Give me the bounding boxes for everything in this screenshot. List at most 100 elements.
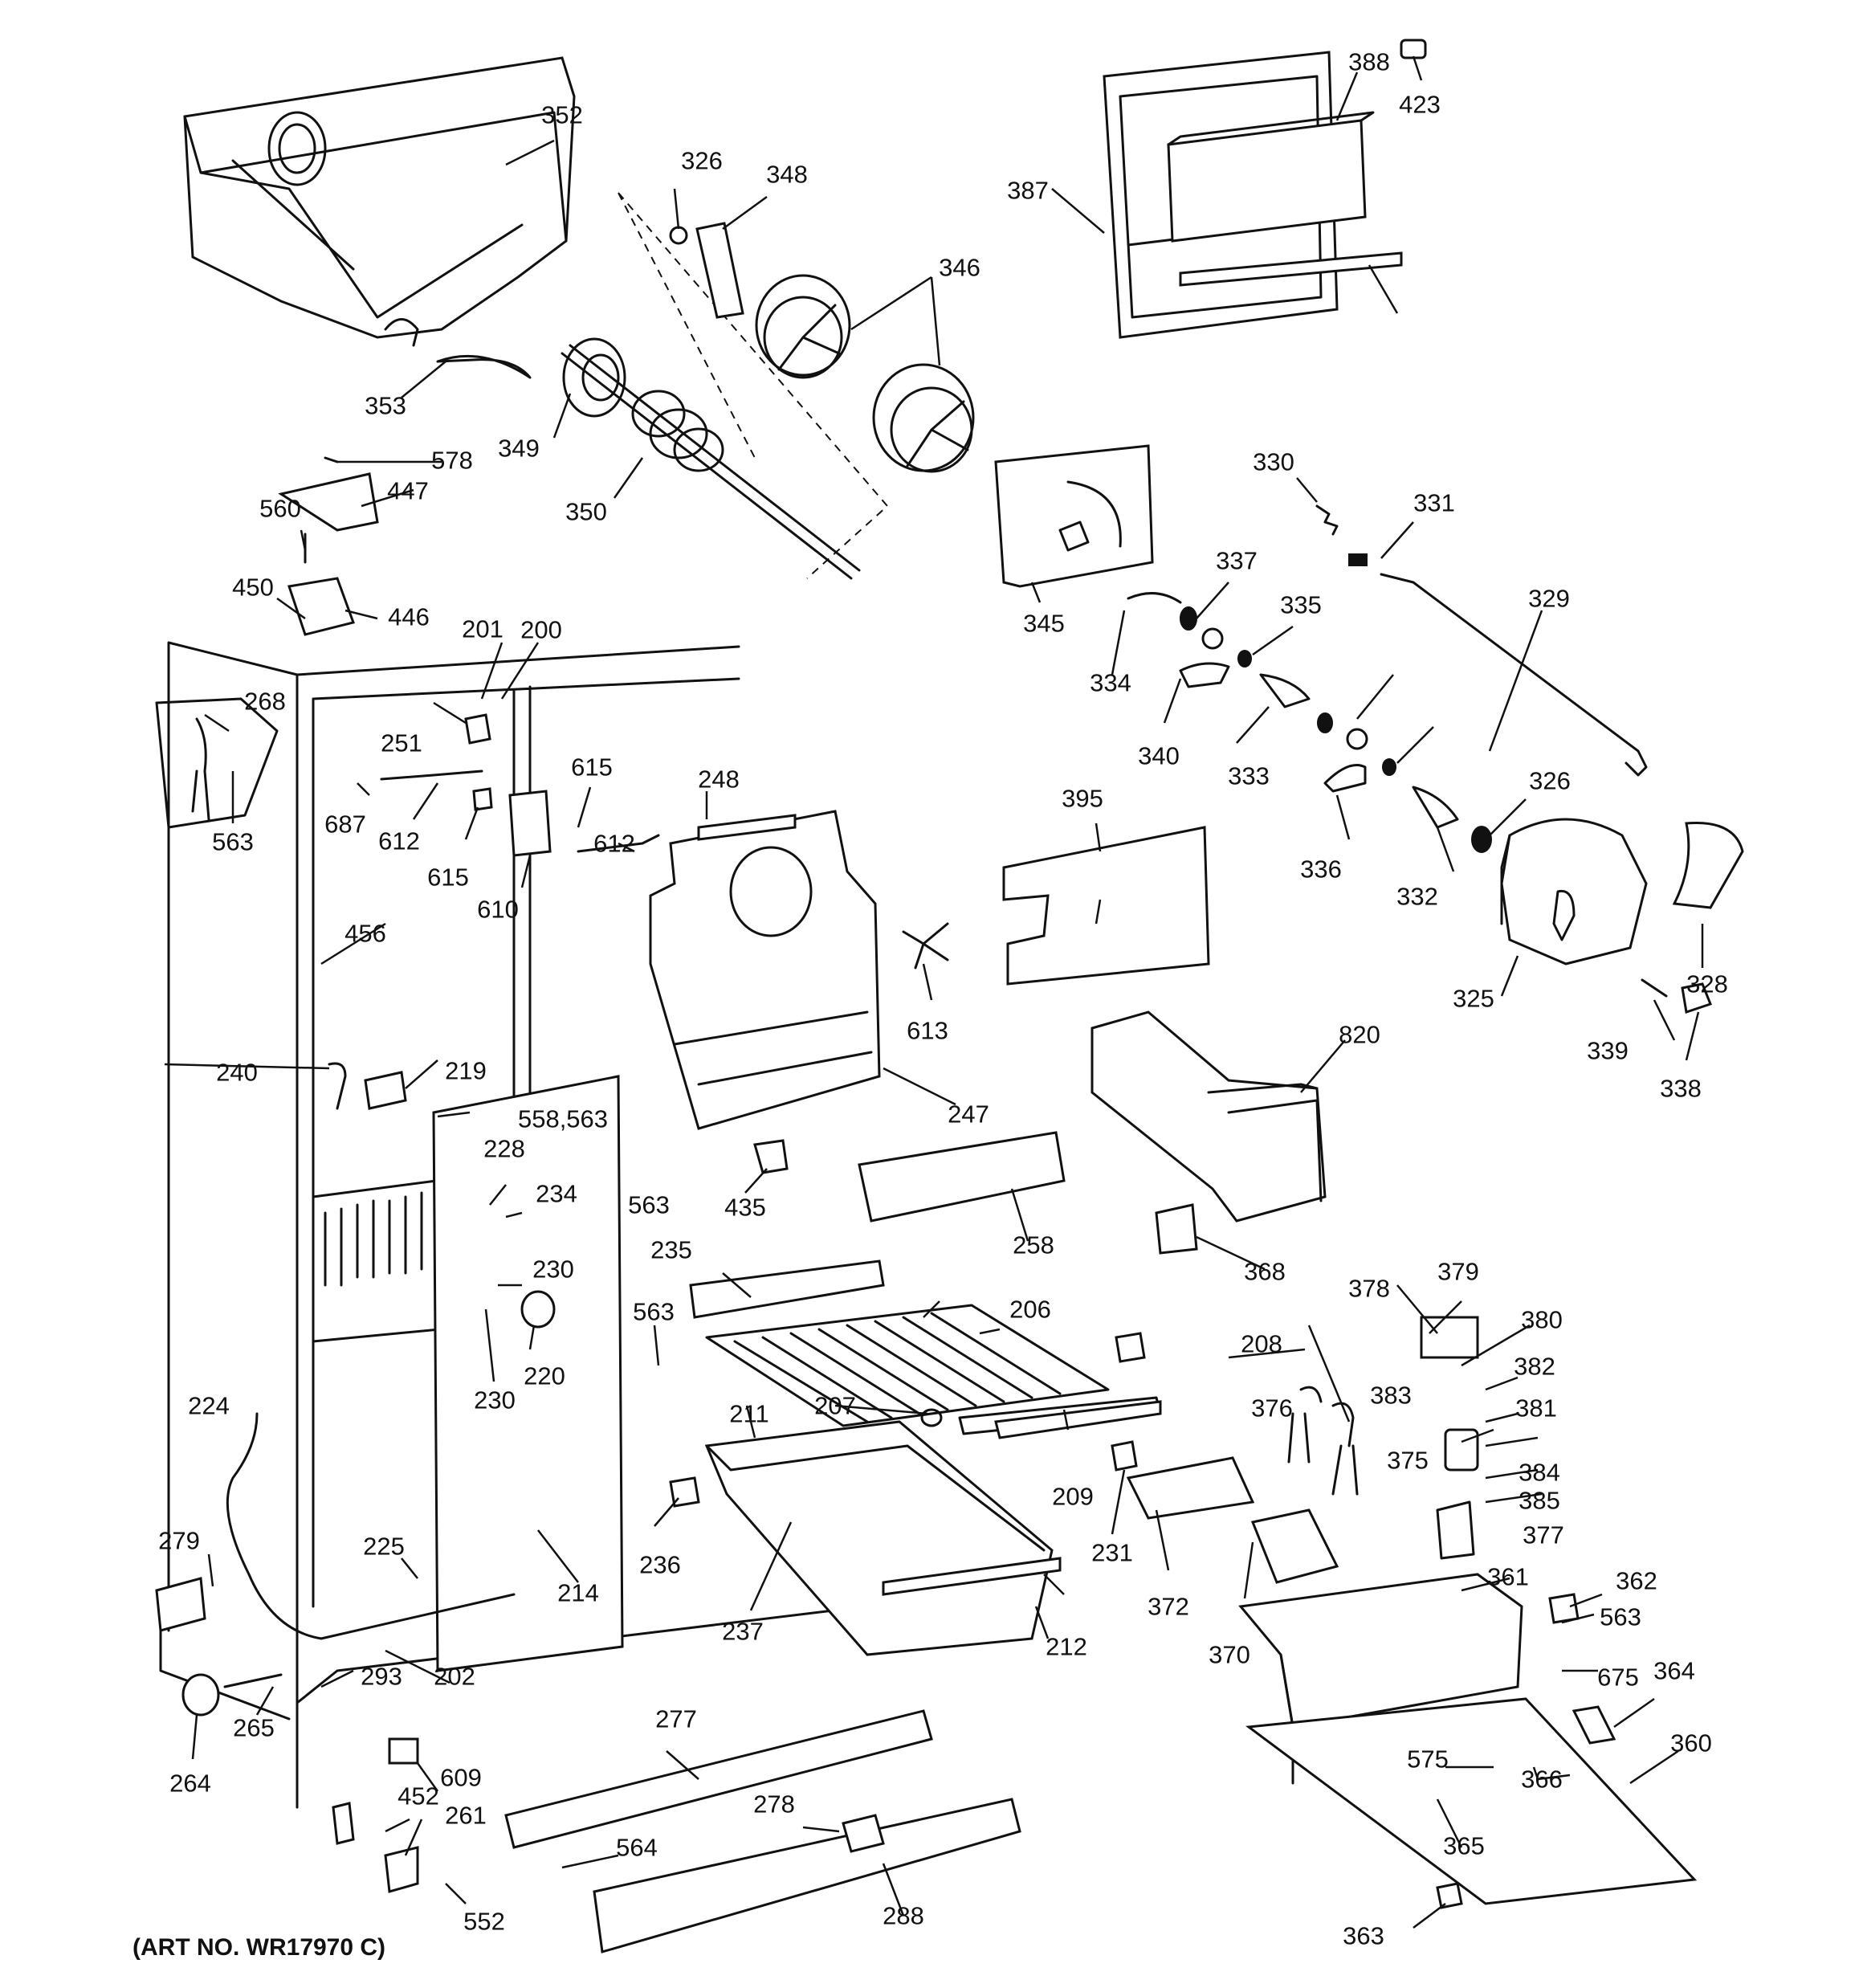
part-label: 251 [381, 729, 422, 757]
part-label: 325 [1453, 984, 1494, 1013]
part-label: 687 [324, 810, 366, 839]
spring-423 [1400, 39, 1427, 59]
air-duct-247 [649, 810, 881, 1130]
grille-288 [593, 1798, 1021, 1953]
part-label: 612 [593, 829, 635, 858]
part-label: 235 [650, 1235, 692, 1264]
part-label: 346 [939, 253, 980, 282]
art-number: (ART NO. WR17970 C) [132, 1934, 386, 1961]
thermostat-375 [1331, 1402, 1359, 1496]
thermostat-376 [1287, 1386, 1323, 1463]
part-label: 209 [1052, 1482, 1094, 1511]
bracket-338 [1681, 982, 1712, 1014]
part-435 [753, 1139, 789, 1174]
part-label: 364 [1653, 1656, 1695, 1685]
part-label: 225 [363, 1532, 405, 1561]
part-label: 202 [434, 1662, 475, 1691]
part-label: 348 [766, 160, 808, 189]
grommet-220 [520, 1290, 556, 1329]
pin-339 [1641, 978, 1668, 998]
part-label: 609 [440, 1763, 482, 1792]
rod-248 [697, 814, 797, 841]
clip-362 [1548, 1593, 1580, 1624]
part-label: 248 [698, 765, 740, 794]
crossbar-277 [504, 1709, 933, 1849]
light-socket-268 [155, 697, 279, 829]
part-label: 820 [1339, 1020, 1380, 1049]
part-label: 231 [1091, 1538, 1133, 1567]
part-label: 388 [1348, 47, 1390, 76]
evaporator-cover-214 [432, 1075, 624, 1672]
part-label: 552 [463, 1907, 505, 1936]
cylinder-383 [1444, 1428, 1479, 1472]
part-label: 264 [169, 1769, 211, 1798]
part-label: 331 [1413, 488, 1455, 517]
auger-motor-325 [1471, 818, 1648, 965]
socket-wire [191, 717, 210, 821]
part-label: 208 [1241, 1329, 1282, 1358]
part-label: 247 [948, 1100, 989, 1129]
cover-395 [1002, 826, 1210, 986]
ice-maker-820 [1090, 1010, 1327, 1223]
part-label: 383 [1370, 1381, 1412, 1410]
shelf-206 [705, 1304, 1162, 1435]
part-label: 365 [1443, 1831, 1485, 1860]
part-label: 228 [483, 1134, 525, 1163]
bracket-279 [155, 1577, 206, 1632]
part-label: 378 [1348, 1274, 1390, 1303]
cover-372 [1126, 1456, 1255, 1520]
part-label: 578 [431, 446, 473, 475]
part-label: 372 [1148, 1592, 1189, 1621]
part-label: 560 [259, 494, 301, 523]
part-label: 380 [1521, 1305, 1563, 1334]
bracket-368 [1155, 1203, 1198, 1255]
part-label: 220 [524, 1361, 565, 1390]
part-label: 615 [571, 753, 613, 782]
part-label: 293 [361, 1662, 402, 1691]
spacer-348 [695, 222, 744, 319]
part-label: 340 [1138, 741, 1180, 770]
part-label: 613 [907, 1016, 948, 1045]
part-label: 288 [883, 1901, 924, 1930]
switch-610 [508, 790, 552, 857]
bracket-612-right [577, 834, 660, 853]
housing-361 [1238, 1573, 1523, 1785]
part-label: 349 [498, 434, 540, 463]
clip-447 [278, 472, 379, 532]
pan-211 [704, 1420, 1062, 1656]
part-label: 423 [1399, 90, 1441, 119]
part-label: 332 [1396, 882, 1438, 911]
cabinet-shell [159, 641, 901, 1809]
part-label: 230 [474, 1386, 516, 1414]
part-label: 279 [158, 1526, 200, 1555]
part-label: 368 [1244, 1257, 1286, 1286]
washer-326-top [669, 226, 688, 245]
part-label: 446 [388, 602, 430, 631]
part-label: 382 [1514, 1352, 1555, 1381]
part-label: 277 [655, 1704, 697, 1733]
part-label: 435 [724, 1193, 766, 1222]
part-label: 278 [753, 1790, 795, 1819]
link-329 [1380, 573, 1648, 777]
part-label: 381 [1515, 1394, 1557, 1423]
part-label: 214 [557, 1578, 599, 1607]
part-label: 563 [628, 1190, 670, 1219]
part-label: 335 [1280, 590, 1322, 619]
part-label: 379 [1437, 1257, 1479, 1286]
part-label: 377 [1523, 1521, 1564, 1549]
part-label: 268 [244, 687, 286, 716]
fan-613 [902, 922, 949, 970]
part-label: 258 [1013, 1231, 1054, 1259]
part-label: 200 [520, 615, 562, 644]
part-label: 450 [232, 573, 274, 602]
part-label: 219 [445, 1056, 487, 1085]
part-label: 330 [1253, 447, 1294, 476]
shelf-frame-235 [689, 1259, 885, 1319]
auger-assembly [561, 192, 889, 580]
part-label: 329 [1528, 584, 1570, 613]
part-label: 326 [1529, 766, 1571, 795]
part-label: 212 [1046, 1632, 1087, 1661]
part-label: 337 [1216, 546, 1258, 575]
part-label: 336 [1300, 855, 1342, 884]
